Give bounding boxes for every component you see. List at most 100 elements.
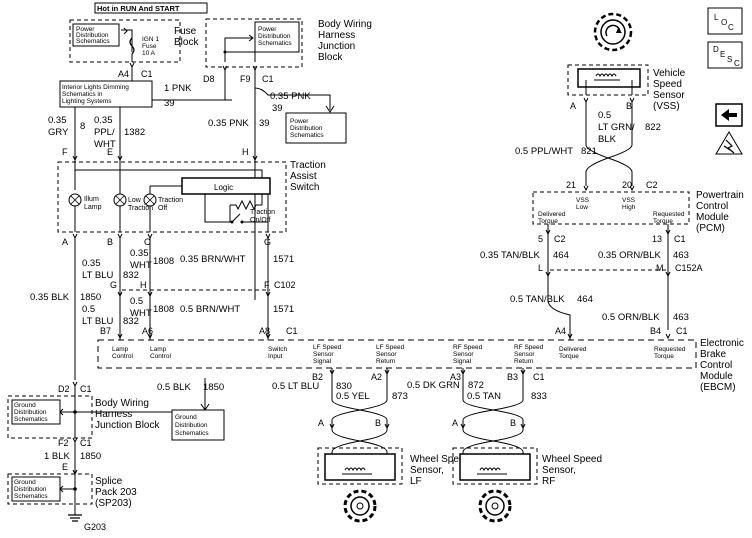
wire-wht-b-num: 1808 [153,304,174,315]
gds-1-label-3: Schematics [14,416,48,423]
loc-icon-c: C [728,23,734,32]
ebcm-lamp-1: Lamp [112,346,129,353]
conn-c1-b: C1 [262,74,274,84]
vss-label-4: (VSS) [653,101,680,112]
ebcm-outline [97,339,697,369]
wheel-dkgrn-num: 872 [468,380,484,391]
desc-icon-d: D [713,45,719,54]
pin-h: H [242,147,249,157]
pcm-vsslow-2: Low [576,204,588,211]
loc-button[interactable]: L O C [707,7,743,35]
wheel-ltblu: 0.5 LT BLU [272,381,319,392]
gds-2-label-1: Ground [175,414,197,421]
low-label-1: Low [128,197,142,204]
tas-pin-a: A [62,237,68,247]
bw-label-2: Harness [318,30,355,41]
toff-label-1: Traction [158,197,183,204]
gds-3-label-1: Ground [14,479,36,486]
ebcm-sw-1: Switch [268,346,288,353]
wheel-b2: B2 [312,372,323,382]
ebcm-lfs-1: LF Speed [313,344,342,351]
pcm-b4: B4 [650,326,661,336]
vss-p20: 20 [622,180,632,190]
wire-brnwht-b-num: 1571 [273,304,294,315]
lf-pin-b: B [375,418,381,428]
gds-1-label-1: Ground [14,402,36,409]
lf-sensor-outline [317,447,403,485]
wire-035pnk-a-num: 39 [259,118,270,129]
pcm-outline [532,191,690,225]
ebcm-rfr-1: RF Speed [514,344,544,351]
pcm-c2: C2 [554,234,566,244]
ebcm-rfs-1: RF Speed [453,344,483,351]
rf-sensor-outline [452,447,538,485]
wheel-dkgrn: 0.5 DK GRN [407,380,460,391]
wire-ppl-3: WHT [94,139,116,150]
ebcm-label-4: Module [700,371,733,382]
wire-wht-a-num: 1808 [153,256,174,267]
onoff-label-2: On/Off [250,217,271,224]
rf-sensor-icon [459,453,531,481]
pds2-box [285,112,347,144]
fuse-block-outline [69,19,181,63]
wire-brnwht-b: 0.5 BRN/WHT [180,304,240,315]
ebcm-rfs-3: Signal [453,358,472,365]
wheel-tan: 0.5 TAN [467,391,501,402]
pcm-l: L [538,263,543,273]
back-arrow-button[interactable] [715,103,743,127]
pcm-m: M [656,263,664,273]
pcm-label-4: (PCM) [696,223,725,234]
rf-label-2: Sensor, [542,465,576,476]
pcm-p5: 5 [538,234,543,244]
pds-label-1: Power [76,26,95,33]
pcm-p13: 13 [652,234,662,244]
pcm-req-2: Torque [653,218,673,225]
vss-label-1: Vehicle [653,68,686,79]
vss-pin-b: B [626,101,632,111]
lf-wheel-gear-icon [343,489,377,523]
pcm-tan2-num: 464 [577,294,593,305]
ground-blk1-num: 1850 [80,451,101,462]
wire-wht-a-2: WHT [130,260,152,271]
logic-label: Logic [214,183,233,192]
hot-label: Hot in RUN And START [97,4,180,13]
bw-label-4: Block [318,52,343,63]
pcm-c152a: C152A [675,263,703,273]
low-label-2: Traction [128,205,153,212]
wire-gry-1: 0.35 [48,115,67,126]
dim-label-2: Schematics in [62,91,103,98]
vss-wire-2: LT GRN/ [598,122,635,133]
ground-blk05-num: 1850 [203,382,224,393]
ign-fuse-label-1: IGN 1 [142,36,159,43]
pcm-del-1: Delivered [538,211,566,218]
tas-label-3: Switch [290,182,319,193]
tas-pin-b: B [107,237,113,247]
pcm-del-2: Torque [538,218,558,225]
pds-label-3: Schematics [76,38,110,45]
gds-box-2 [171,409,225,441]
gds-3-label-2: Distribution [14,486,47,493]
illum-label-2: Lamp [84,204,102,211]
vss-label-3: Sensor [653,90,685,101]
wire-brnwht-a: 0.35 BRN/WHT [180,254,246,265]
ebcm-label-3: Control [700,360,732,371]
toff-label-2: Off [158,205,167,212]
vss-p21: 21 [566,180,576,190]
ground-f2: F2 [58,438,69,448]
conn-b7: B7 [100,326,111,336]
wire-ltblu-b-1: 0.5 [82,304,95,315]
tas-label-1: Traction [290,160,326,171]
wire-ltblu-a-num: 832 [123,270,139,281]
ground-c1: C1 [80,384,92,394]
wire-wht-b-2: WHT [130,308,152,319]
pin-e: E [107,147,113,157]
desc-icon-c: C [734,59,740,68]
desc-button[interactable]: D E S C [707,41,743,69]
ign-fuse-label-2: Fuse [142,43,157,50]
wheel-ltblu-num: 830 [336,381,352,392]
ebcm-lamp-3: Lamp [150,346,167,353]
pcm-label-1: Powertrain [696,190,744,201]
ground-blk1: 1 BLK [44,451,71,462]
ign-fuse-label-3: 10 A [142,50,156,57]
